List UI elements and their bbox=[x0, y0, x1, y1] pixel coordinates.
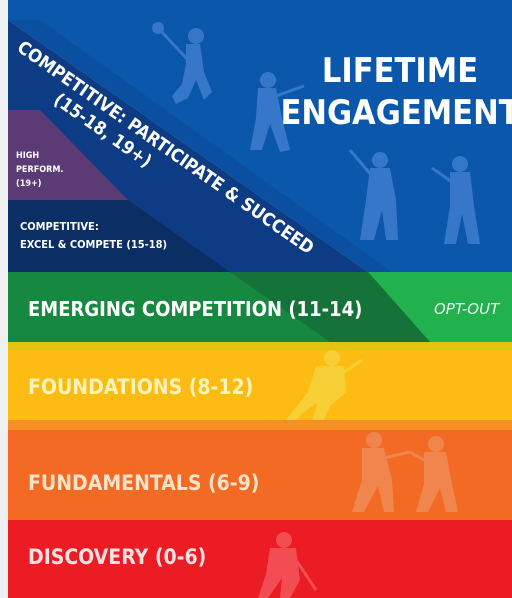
excel-compete-line2: EXCEL & COMPETE (15-18) bbox=[20, 238, 167, 251]
fundamentals-divider bbox=[8, 420, 512, 430]
diagonal-shadow bbox=[230, 272, 430, 342]
foundations-label: FOUNDATIONS (8-12) bbox=[28, 375, 253, 399]
foundations-band bbox=[8, 350, 512, 420]
lacrosse-player-silhouette-icon bbox=[152, 22, 480, 244]
discovery-band bbox=[8, 520, 512, 598]
lacrosse-player-silhouette-icon bbox=[286, 350, 363, 420]
high-performance-line3: (19+) bbox=[16, 179, 41, 189]
emerging-competition-label: EMERGING COMPETITION (11-14) bbox=[28, 297, 362, 321]
diagonal-divider bbox=[8, 20, 392, 272]
high-performance-band bbox=[8, 110, 128, 200]
opt-out-band bbox=[368, 272, 512, 342]
lacrosse-player-silhouette-icon bbox=[352, 432, 458, 512]
lifetime-engagement-line1: LIFETIME bbox=[322, 51, 478, 91]
lifetime-engagement-line2: ENGAGEMENT bbox=[280, 93, 512, 133]
excel-compete-band bbox=[8, 200, 230, 272]
discovery-label: DISCOVERY (0-6) bbox=[28, 545, 206, 569]
opt-out-label: OPT-OUT bbox=[434, 300, 501, 318]
high-performance-line1: HIGH bbox=[16, 151, 39, 161]
fundamentals-label: FUNDAMENTALS (6-9) bbox=[28, 471, 259, 495]
lacrosse-player-silhouette-icon bbox=[258, 532, 318, 598]
high-performance-line2: PERFORM. bbox=[16, 165, 64, 175]
excel-compete-line1: COMPETITIVE: bbox=[20, 220, 99, 233]
foundations-divider bbox=[8, 342, 512, 350]
